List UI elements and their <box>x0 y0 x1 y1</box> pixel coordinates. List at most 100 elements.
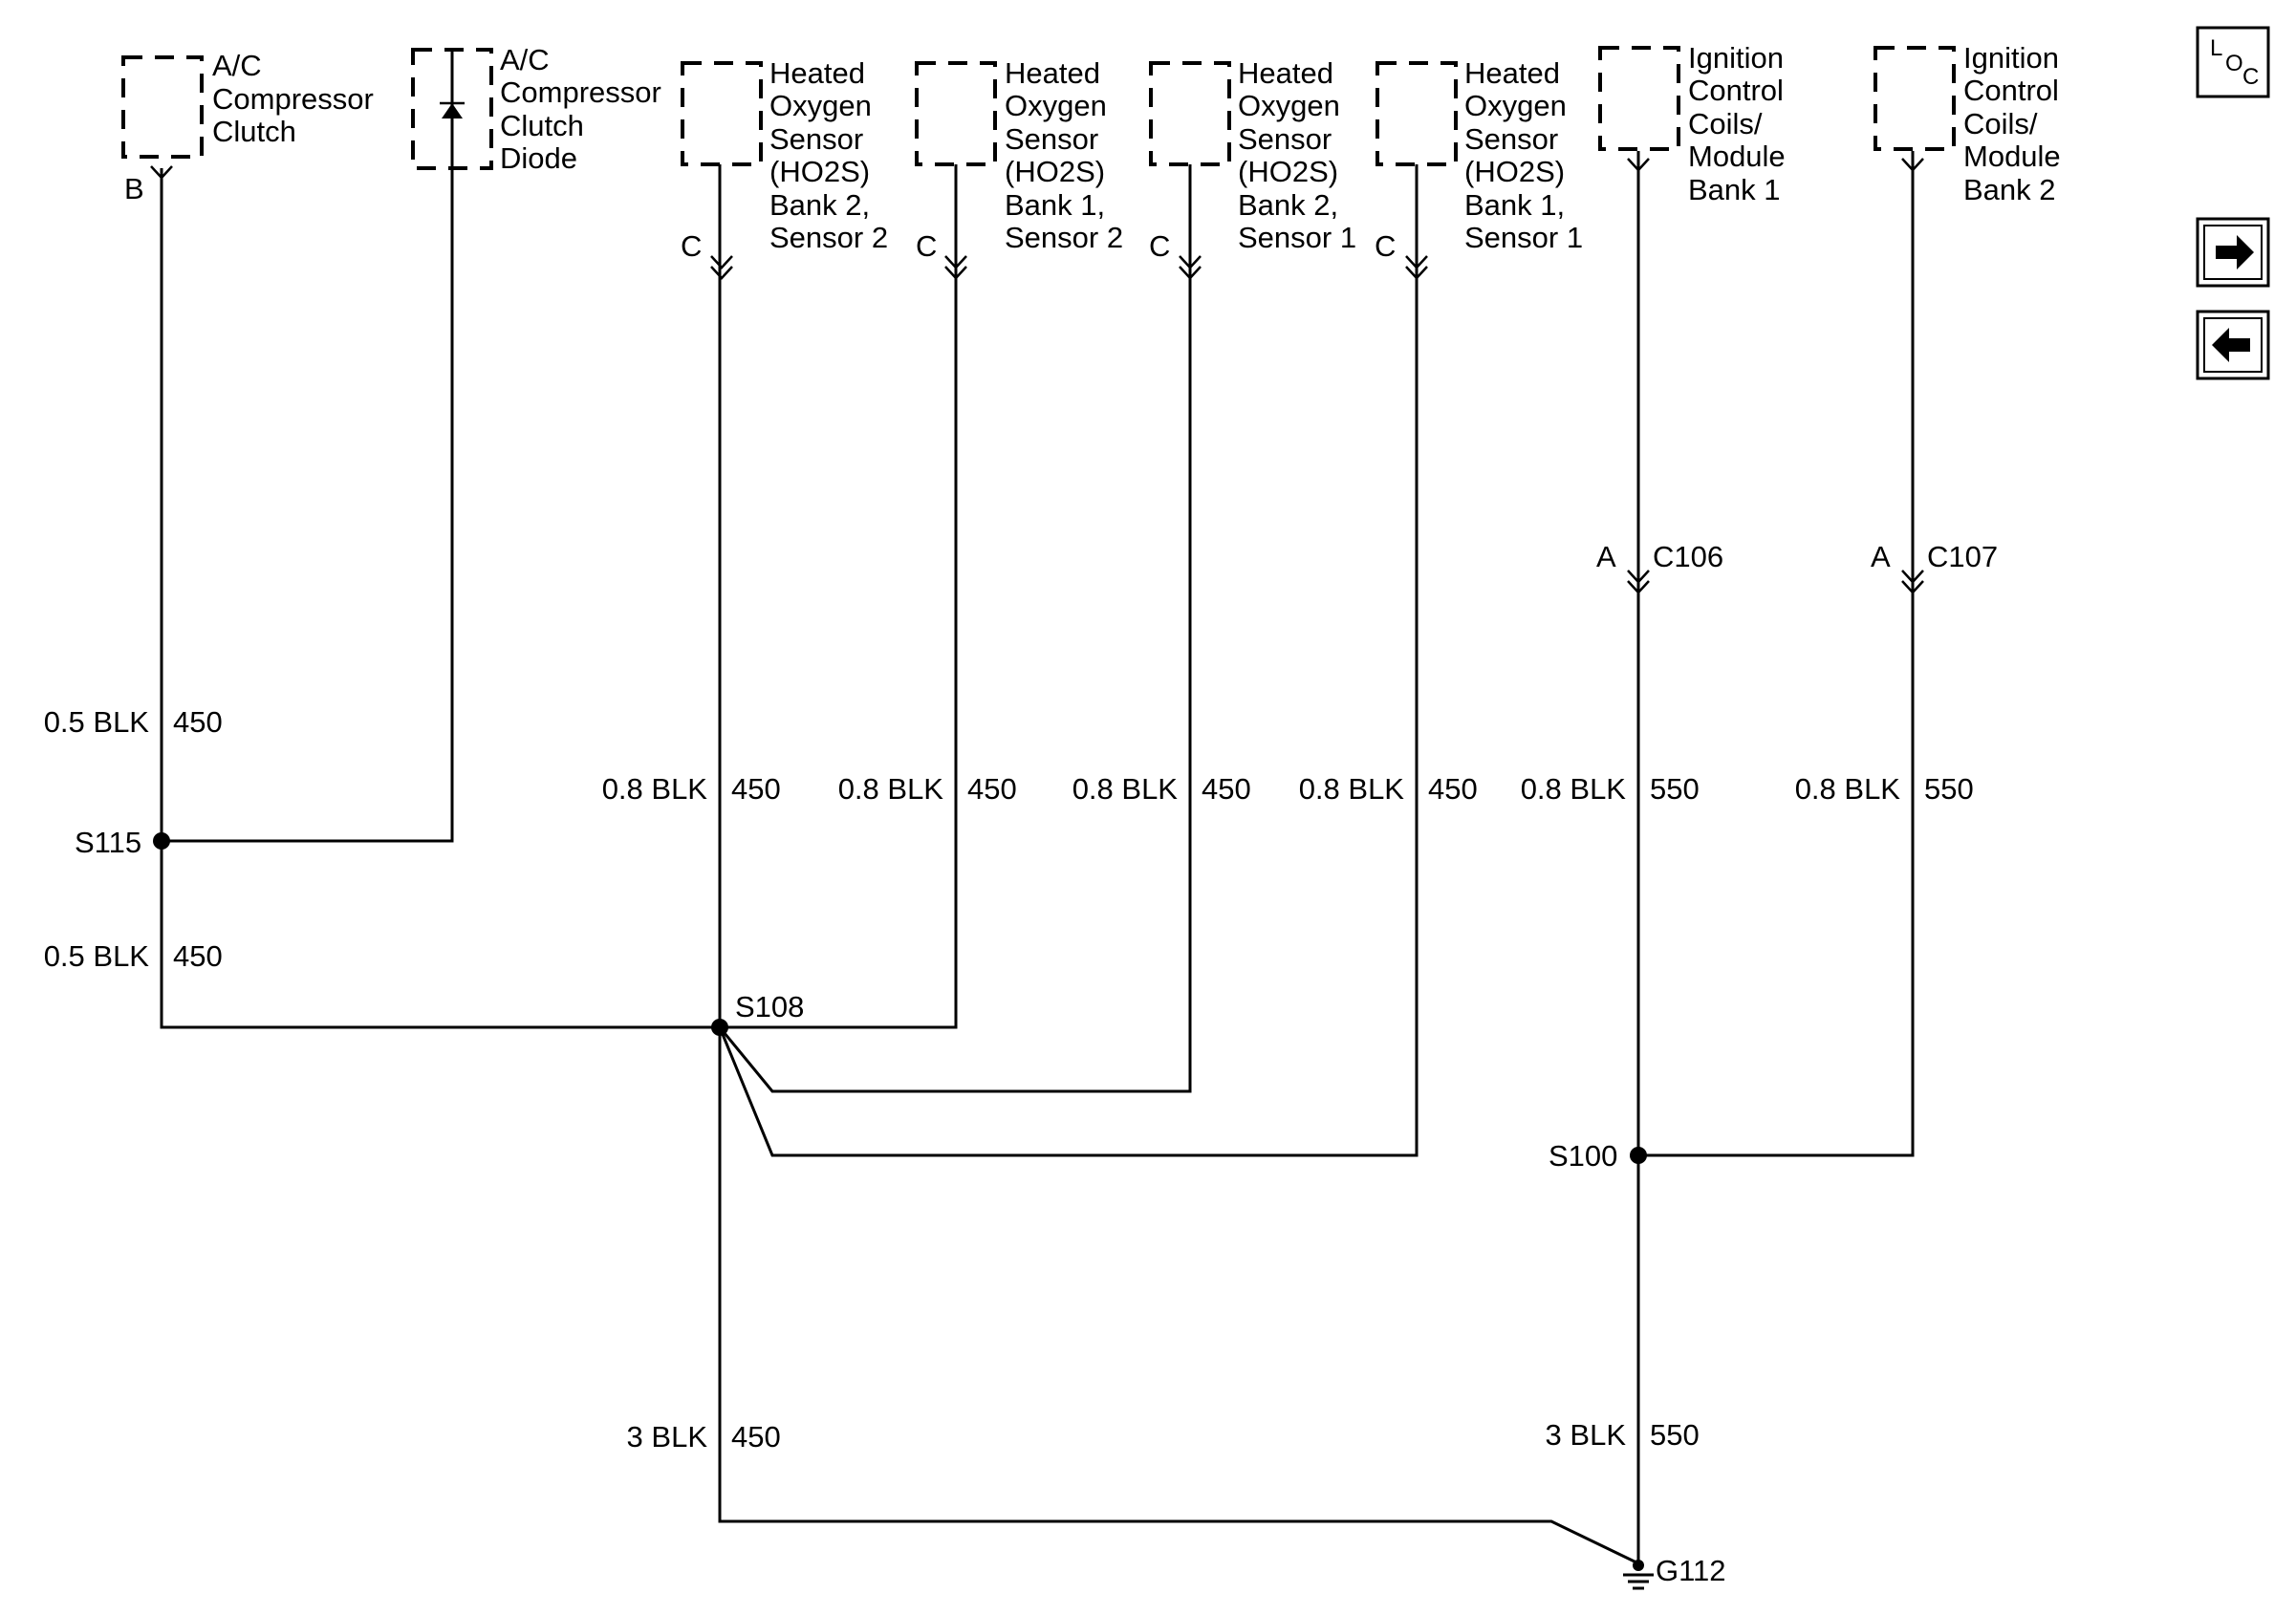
connector-pin-label: A <box>1596 540 1616 573</box>
icm-bank2-box <box>1874 46 1956 151</box>
ho2s-label-line: Sensor <box>1238 122 1332 156</box>
ho2s-label-line: (HO2S) <box>1238 155 1338 188</box>
icm-bank1-label: Ignition Control Coils/ Module Bank 1 <box>1688 41 1786 206</box>
ho2s-b1s2-label: Heated Oxygen Sensor (HO2S) Bank 1, Sens… <box>1005 56 1123 254</box>
splice-s108-dot <box>711 1019 728 1036</box>
wire-circuit-label: 550 <box>1650 1418 1700 1452</box>
ho2s-b2s1-box <box>1149 61 1231 166</box>
ho2s-b1s2-box <box>915 61 997 166</box>
wire-ho2s-b2s2 <box>718 164 1639 1565</box>
previous-page-button[interactable] <box>2196 310 2270 380</box>
loc-letter: C <box>2242 64 2259 90</box>
splice-s100-label: S100 <box>1549 1139 1617 1173</box>
wire-circuit-label: 550 <box>1650 772 1700 806</box>
ac-diode-label-line: A/C <box>500 43 550 76</box>
ho2s-label-line: Bank 1, <box>1464 188 1565 222</box>
arrow-left-icon <box>2212 328 2250 362</box>
ground-symbol <box>1623 1560 1654 1590</box>
wire-gauge-label: 0.5 BLK <box>44 705 150 739</box>
ac-clutch-label-line: Clutch <box>212 115 296 148</box>
ho2s-label-line: Sensor 1 <box>1464 221 1583 254</box>
ho2s-label-line: Heated <box>769 56 865 90</box>
splice-s115-dot <box>153 832 170 850</box>
ho2s-label-line: Sensor 2 <box>1005 221 1123 254</box>
ho2s-label-line: Oxygen <box>1005 89 1107 122</box>
ho2s-label-line: Heated <box>1238 56 1333 90</box>
ac-clutch-label-line: Compressor <box>212 82 374 116</box>
wire-gauge-label: 0.8 BLK <box>1072 772 1179 806</box>
ac-clutch-box <box>121 55 204 159</box>
icm-label-line: Bank 2 <box>1963 173 2056 206</box>
ho2s-label-line: (HO2S) <box>1005 155 1105 188</box>
splice-s115-label: S115 <box>75 826 141 859</box>
component-locator-button[interactable]: L O C <box>2196 26 2270 98</box>
icm-label-line: Coils/ <box>1963 107 2038 140</box>
ho2s-label-line: Sensor <box>1464 122 1558 156</box>
icm-label-line: Coils/ <box>1688 107 1763 140</box>
ho2s-label-line: Sensor <box>769 122 863 156</box>
connector-name-label: C107 <box>1927 540 1998 573</box>
connector-chevron <box>710 255 733 269</box>
icm-label-line: Control <box>1963 74 2059 107</box>
loc-letter: O <box>2225 51 2243 76</box>
ho2s-label-line: Bank 2, <box>769 188 870 222</box>
wire-gauge-label: 0.8 BLK <box>1521 772 1627 806</box>
ac-diode-label-line: Compressor <box>500 75 661 109</box>
wire-circuit-label: 450 <box>173 705 223 739</box>
ho2s-b2s2-box <box>681 61 763 166</box>
ac-diode-label-line: Clutch <box>500 109 584 142</box>
ho2s-label-line: (HO2S) <box>769 155 870 188</box>
pin-label: C <box>1149 229 1170 263</box>
ho2s-label-line: Oxygen <box>1464 89 1567 122</box>
splice-s100-dot <box>1630 1147 1647 1164</box>
loc-letter: L <box>2210 35 2222 61</box>
ac-diode-label-line: Diode <box>500 141 577 175</box>
wire-labels: 0.5 BLK 450 0.5 BLK 450 0.8 BLK 450 0.8 … <box>44 705 1974 1454</box>
ac-clutch-label-line: A/C <box>212 49 262 82</box>
wire-diode <box>162 168 454 843</box>
wire-circuit-label: 450 <box>1202 772 1251 806</box>
icm-bank2-label: Ignition Control Coils/ Module Bank 2 <box>1963 41 2061 206</box>
pin-label: C <box>916 229 937 263</box>
wire-circuit-label: 450 <box>731 1420 781 1454</box>
wire-gauge-label: 3 BLK <box>627 1420 708 1454</box>
ho2s-b2s1-label: Heated Oxygen Sensor (HO2S) Bank 2, Sens… <box>1238 56 1356 254</box>
wire-gauge-label: 0.8 BLK <box>838 772 944 806</box>
icm-label-line: Control <box>1688 74 1784 107</box>
connector-pin-label: A <box>1871 540 1891 573</box>
arrow-right-icon <box>2216 235 2254 269</box>
ac-diode-label: A/C Compressor Clutch Diode <box>500 43 661 175</box>
wire-circuit-label: 450 <box>173 939 223 973</box>
diode-symbol <box>440 50 465 168</box>
connector-name-label: C106 <box>1653 540 1723 573</box>
ho2s-label-line: Sensor 1 <box>1238 221 1356 254</box>
ho2s-label-line: Sensor <box>1005 122 1098 156</box>
wire-ho2s-b1s1 <box>718 164 1419 1157</box>
wire-ho2s-b1s2 <box>720 164 958 1029</box>
ho2s-label-line: Heated <box>1464 56 1560 90</box>
wire-circuit-label: 550 <box>1924 772 1974 806</box>
next-page-button[interactable] <box>2196 217 2270 288</box>
wire-circuit-label: 450 <box>731 772 781 806</box>
wire-ac-clutch <box>160 168 720 1029</box>
ho2s-label-line: Heated <box>1005 56 1100 90</box>
wire-circuit-label: 450 <box>967 772 1017 806</box>
wire-gauge-label: 0.8 BLK <box>1795 772 1901 806</box>
ho2s-label-line: Sensor 2 <box>769 221 888 254</box>
wire-gauge-label: 3 BLK <box>1546 1418 1627 1452</box>
wire-gauge-label: 0.8 BLK <box>1299 772 1405 806</box>
icm-label-line: Bank 1 <box>1688 173 1781 206</box>
ho2s-label-line: (HO2S) <box>1464 155 1565 188</box>
pin-label: B <box>124 172 144 205</box>
ground-label: G112 <box>1656 1554 1726 1587</box>
icm-label-line: Ignition <box>1688 41 1784 75</box>
ho2s-label-line: Oxygen <box>769 89 872 122</box>
pin-label: C <box>1375 229 1396 263</box>
ho2s-label-line: Bank 1, <box>1005 188 1105 222</box>
splice-s108-label: S108 <box>735 990 804 1023</box>
wire-gauge-label: 0.5 BLK <box>44 939 150 973</box>
ho2s-label-line: Oxygen <box>1238 89 1340 122</box>
connector-chevron <box>710 266 733 280</box>
